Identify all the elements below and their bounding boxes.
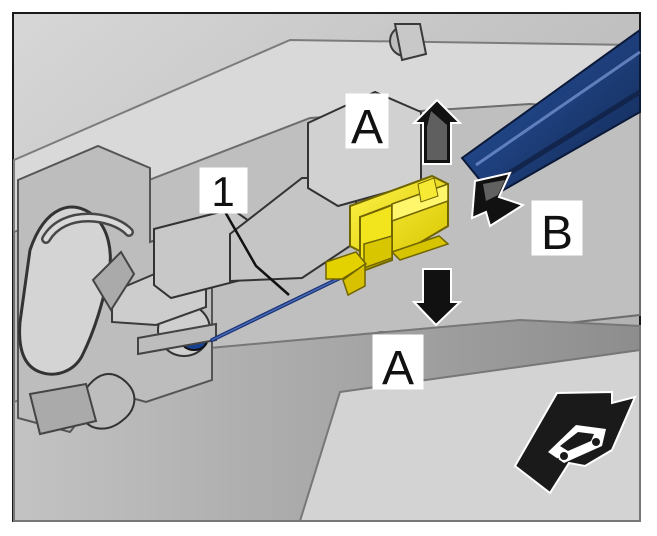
callout-line-1: [222, 209, 290, 296]
car-front-arrow-icon: [513, 390, 637, 495]
label-group: 1 A B A: [199, 93, 583, 395]
up-arrow-icon: [411, 98, 463, 165]
direction-a-bottom-label: A: [382, 342, 414, 395]
diagonal-arrow-icon: [470, 171, 526, 228]
yellow-retaining-clip: [325, 174, 450, 297]
direction-a-top-label: A: [351, 101, 383, 154]
part-number-label: 1: [211, 168, 234, 215]
down-arrow-icon: [411, 268, 463, 327]
direction-b-label: B: [541, 207, 573, 260]
lock-mechanism: [17, 23, 428, 436]
